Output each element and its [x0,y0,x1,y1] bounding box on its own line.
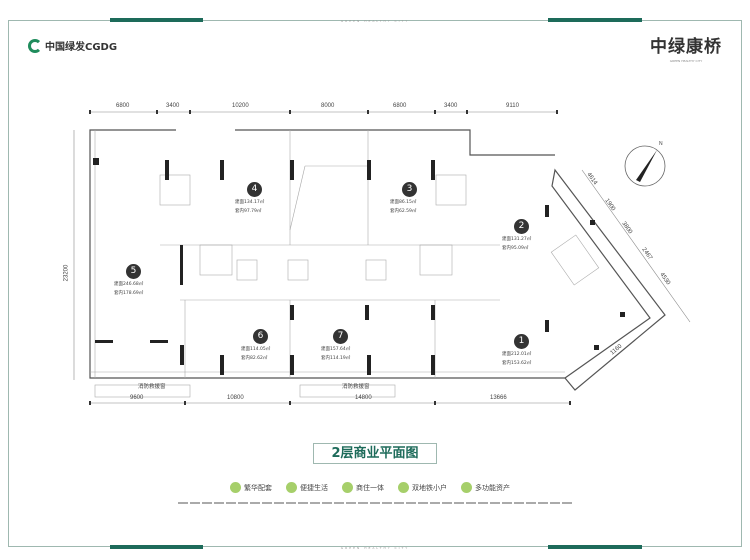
dim-top-2: 3400 [166,103,180,109]
unit-number-badge: 1 [514,334,529,349]
feature-tag: 双地铁小户 [398,482,447,493]
leaf-icon [286,482,297,493]
unit-gross-area: 建面157.64㎡ [321,347,351,352]
unit-inner-area: 套内97.79㎡ [235,209,262,214]
tag-label: 多功能资产 [475,483,510,492]
unit-inner-area: 套内153.62㎡ [502,361,532,366]
dim-top-5: 6800 [393,103,407,109]
fire-rescue-window-label: 消防救援窗 [342,384,370,390]
outer-wall-top [235,129,555,156]
unit-gross-area: 建面212.01㎡ [502,352,532,357]
dim-top-7: 9110 [506,103,519,109]
unit-inner-area: 套内178.69㎡ [114,291,144,296]
outer-wall [89,129,565,379]
project-brand: 中绿康桥 GREEN HEALTHY CITY [650,32,722,63]
dim-top-4: 8000 [321,103,335,109]
unit-gross-area: 建面86.15㎡ [390,200,417,205]
unit-number-badge: 2 [514,219,529,234]
leaf-icon [342,482,353,493]
feature-tag: 商住一体 [342,482,384,493]
leaf-icon [230,482,241,493]
leaf-icon [461,482,472,493]
feature-tag: 繁华配套 [230,482,272,493]
compass-north-label: N [659,141,663,147]
tag-label: 双地铁小户 [412,483,447,492]
tag-label: 商住一体 [356,483,384,492]
bottom-band-right [548,545,642,549]
unit-number-badge: 3 [402,182,417,197]
brand-subtitle: GREEN HEALTHY CITY [669,59,703,63]
dim-left: 23200 [63,264,70,282]
unit-gross-area: 建面114.05㎡ [241,347,271,352]
north-compass-icon [624,145,666,187]
leaf-icon [398,482,409,493]
top-band-text: GREEN HEALTHY CITY [340,19,410,23]
unit-inner-area: 套内114.19㎡ [321,356,351,361]
top-band-left [110,18,203,22]
feature-tag: 多功能资产 [461,482,510,493]
cgdg-logo-icon [28,38,42,53]
unit-inner-area: 套内95.09㎡ [502,246,529,251]
plan-title: 2层商业平面图 [313,443,437,464]
dim-bottom-1: 9600 [130,395,144,401]
company-logo: 中国绿发CGDG [28,38,117,53]
feature-tag: 便捷生活 [286,482,328,493]
tag-label: 繁华配套 [244,483,272,492]
wing-wall [551,168,666,391]
top-band-right [548,18,642,22]
dim-top-6: 3400 [444,103,458,109]
fire-rescue-window-label: 消防救援窗 [138,384,166,390]
logo-text: 中国绿发CGDG [45,42,118,53]
unit-gross-area: 建面134.17㎡ [235,200,265,205]
dim-top-3: 10200 [232,103,249,109]
unit-inner-area: 套内62.59㎡ [390,209,417,214]
unit-number-badge: 7 [333,329,348,344]
page-frame [8,20,742,547]
unit-inner-area: 套内82.62㎡ [241,356,268,361]
feature-tags: 繁华配套 便捷生活 商住一体 双地铁小户 多功能资产 [230,482,510,493]
bottom-band-text: GREEN HEALTHY CITY [340,546,410,550]
unit-number-badge: 6 [253,329,268,344]
dim-bottom-3: 14800 [355,395,372,401]
unit-number-badge: 5 [126,264,141,279]
unit-gross-area: 建面131.27㎡ [502,237,532,242]
disclaimer-text-line [178,502,572,504]
unit-number-badge: 4 [247,182,262,197]
dim-bottom-2: 10800 [227,395,244,401]
dim-top-1: 6800 [116,103,130,109]
dim-bottom-4: 13666 [490,395,507,401]
unit-gross-area: 建面246.68㎡ [114,282,144,287]
brand-title: 中绿康桥 [650,37,722,57]
bottom-band-left [110,545,203,549]
diagonal-dimension-line [581,169,691,323]
tag-label: 便捷生活 [300,483,328,492]
